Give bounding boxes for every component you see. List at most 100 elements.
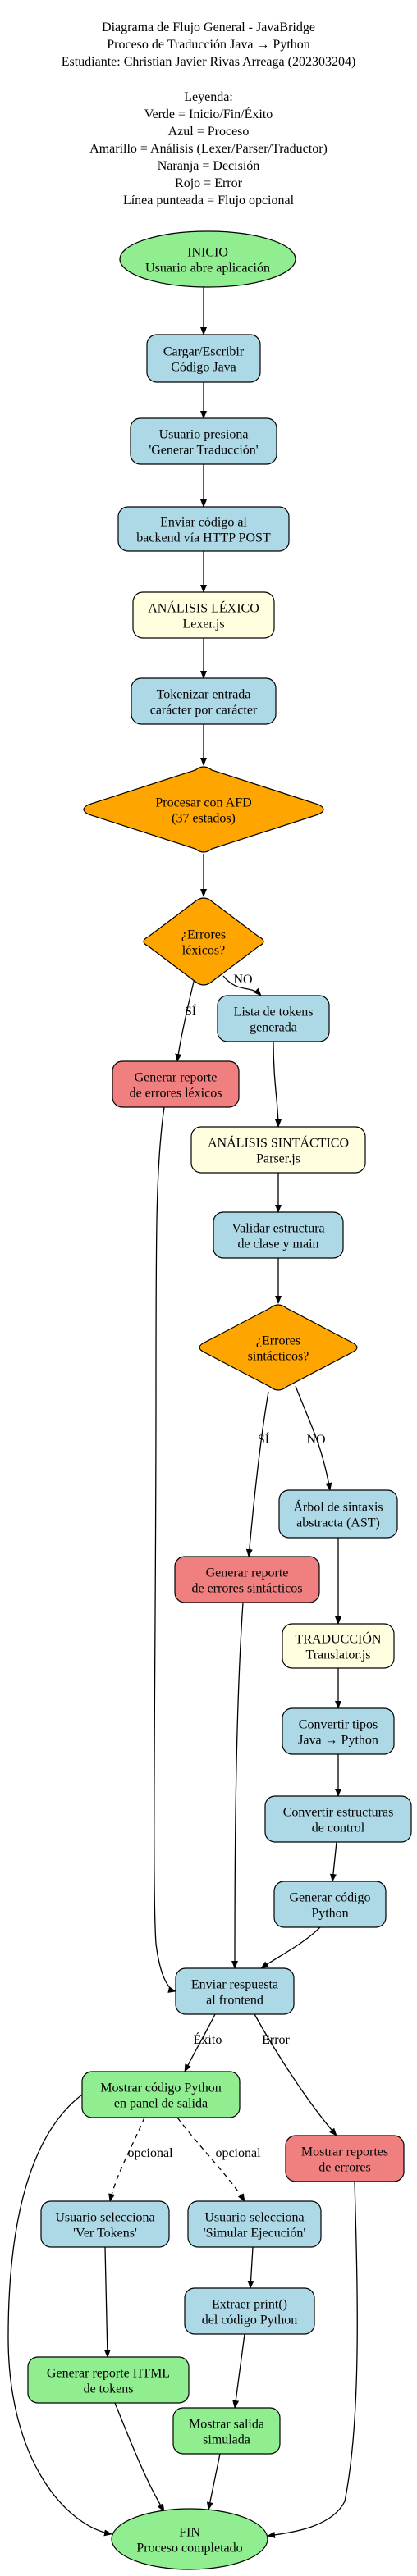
node-label: 'Generar Traducción' bbox=[149, 444, 258, 458]
node-label: de tokens bbox=[84, 2382, 134, 2396]
node-label: Generar reporte bbox=[135, 1071, 218, 1085]
edge-label: Error bbox=[262, 2033, 290, 2047]
node-shape bbox=[111, 2508, 268, 2570]
node-label: de clase y main bbox=[237, 1238, 318, 1252]
node-mostrar_py: Mostrar código Python en panel de salida bbox=[81, 2071, 241, 2118]
edge-err_lex-to-rep_lex bbox=[175, 978, 195, 1062]
node-label: abstracta (AST) bbox=[296, 1516, 380, 1530]
edge-respuesta-to-mostrar_err bbox=[254, 2013, 337, 2136]
node-label: ANÁLISIS SINTÁCTICO bbox=[208, 1135, 349, 1151]
node-label: Convertir estructuras bbox=[283, 1806, 394, 1820]
node-label: de control bbox=[312, 1821, 365, 1835]
node-label: Mostrar reportes bbox=[301, 2145, 388, 2159]
node-shape bbox=[132, 591, 275, 639]
node-label: Usuario selecciona bbox=[55, 2211, 154, 2225]
edge-label: SÍ bbox=[185, 1003, 196, 1019]
node-presiona: Usuario presiona'Generar Traducción' bbox=[130, 417, 277, 465]
title-line: Estudiante: Christian Javier Rivas Arrea… bbox=[62, 55, 356, 69]
node-label: en panel de salida bbox=[114, 2097, 208, 2111]
node-shape bbox=[81, 2071, 241, 2118]
edge-tokens-to-sintactico bbox=[273, 1041, 282, 1128]
node-shape bbox=[285, 2135, 405, 2182]
node-label: Mostrar código Python bbox=[100, 2081, 222, 2095]
node-label: al frontend bbox=[206, 1994, 263, 2008]
node-label: 'Simular Ejecución' bbox=[204, 2227, 306, 2241]
node-label: Extraer print() bbox=[212, 2298, 287, 2312]
node-simular: Usuario selecciona 'Simular Ejecución' bbox=[187, 2200, 322, 2248]
node-label: sintácticos? bbox=[248, 1350, 309, 1364]
node-label: de errores léxicos bbox=[130, 1087, 222, 1101]
node-err_sin: ¿Errores sintácticos? bbox=[199, 1304, 358, 1391]
node-shape bbox=[273, 1881, 387, 1928]
edge-mostrar_py-to-ver_tokens bbox=[108, 2117, 145, 2202]
node-label: Mostrar salida bbox=[189, 2418, 264, 2432]
edge-salida_sim-to-fin bbox=[206, 2453, 221, 2510]
node-label: Parser.js bbox=[256, 1152, 300, 1166]
node-shape bbox=[146, 334, 261, 383]
node-shape bbox=[187, 2200, 322, 2248]
legend-line: Verde = Inicio/Fin/Éxito bbox=[144, 106, 273, 121]
edge-mostrar_py-to-simular bbox=[176, 2117, 245, 2202]
edge-reporte_html-to-fin bbox=[114, 2402, 165, 2512]
node-label: Generar reporte HTML bbox=[47, 2367, 170, 2381]
node-label: Usuario selecciona bbox=[204, 2211, 304, 2225]
node-label: generada bbox=[250, 1021, 297, 1035]
node-label: Python bbox=[311, 1907, 348, 1921]
node-label: backend vía HTTP POST bbox=[136, 531, 271, 545]
node-shape bbox=[278, 1489, 398, 1539]
node-label: Procesar con AFD bbox=[155, 796, 251, 810]
title-line: Diagrama de Flujo General - JavaBridge bbox=[102, 21, 315, 34]
node-shape bbox=[217, 995, 330, 1042]
diagram-header: Diagrama de Flujo General - JavaBridgePr… bbox=[62, 21, 356, 207]
node-label: Enviar código al bbox=[160, 516, 247, 530]
node-label: ¿Errores bbox=[256, 1334, 300, 1348]
edge-respuesta-to-mostrar_py bbox=[184, 2013, 216, 2072]
node-shape bbox=[264, 1795, 412, 1843]
node-shape bbox=[119, 230, 296, 288]
node-rep_lex: Generar reporte de errores léxicos bbox=[112, 1060, 240, 1108]
node-label: de errores sintácticos bbox=[191, 1582, 302, 1596]
node-label: carácter por carácter bbox=[150, 704, 258, 718]
node-shape bbox=[112, 1060, 240, 1108]
node-shape bbox=[143, 897, 264, 986]
edge-err_sin-to-ast bbox=[295, 1385, 332, 1491]
legend-line: Naranja = Decisión bbox=[158, 159, 260, 173]
edge-gen_python-to-respuesta bbox=[260, 1926, 321, 1969]
edge-label: NO bbox=[306, 1433, 325, 1447]
node-label: INICIO bbox=[187, 246, 228, 260]
node-shape bbox=[130, 417, 277, 465]
node-label: Translator.js bbox=[306, 1648, 371, 1662]
node-ver_tokens: Usuario selecciona'Ver Tokens' bbox=[40, 2200, 170, 2248]
edge-label: NO bbox=[233, 973, 252, 987]
node-shape bbox=[175, 1967, 295, 2015]
edge-label: Éxito bbox=[194, 2031, 222, 2047]
edge-mostrar_py-to-fin bbox=[7, 2094, 112, 2537]
node-label: Cargar/Escribir bbox=[163, 345, 245, 359]
legend-line: Línea punteada = Flujo opcional bbox=[123, 194, 295, 207]
node-label: Proceso completado bbox=[136, 2542, 242, 2555]
node-shape bbox=[174, 1556, 320, 1603]
node-shape bbox=[282, 1623, 395, 1669]
node-label: Árbol de sintaxis bbox=[293, 1499, 383, 1515]
node-label: Java → Python bbox=[298, 1734, 378, 1748]
node-extraer: Extraer print()del código Python bbox=[184, 2287, 315, 2335]
node-label: Convertir tipos bbox=[299, 1718, 378, 1732]
edge-extraer-to-salida_sim bbox=[232, 2333, 245, 2409]
